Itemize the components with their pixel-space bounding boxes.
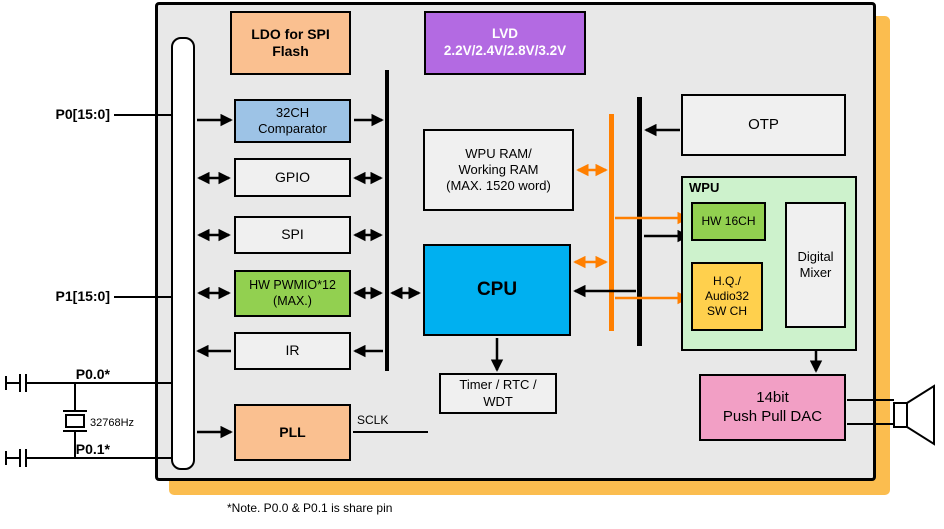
gpio-block: GPIO (234, 158, 351, 197)
pin-label-p0: P0[15:0] (55, 106, 110, 122)
dac-block: 14bit Push Pull DAC (699, 374, 846, 441)
hw16ch-block: HW 16CH (691, 202, 766, 241)
peripheral-bus-arrows (353, 113, 421, 358)
hq-audio-block: H.Q./ Audio32 SW CH (691, 262, 763, 331)
external-pin-wires (5, 114, 171, 467)
crystal-body (65, 414, 85, 428)
wpu-container-label: WPU (689, 180, 720, 195)
cpu-block: CPU (423, 244, 571, 336)
wpu-ram-block: WPU RAM/ Working RAM (MAX. 1520 word) (423, 129, 574, 211)
pin-label-p00: P0.0* (75, 366, 110, 382)
timer-block: Timer / RTC / WDT (439, 373, 557, 414)
sclk-label: SCLK (357, 413, 389, 427)
io-bus-arrows (196, 113, 233, 439)
ldo-block: LDO for SPI Flash (230, 11, 351, 75)
comparator-block: 32CH Comparator (234, 99, 351, 143)
lvd-block: LVD 2.2V/2.4V/2.8V/3.2V (424, 11, 586, 75)
note-text: *Note. P0.0 & P0.1 is share pin (227, 501, 393, 515)
pwmio-block: HW PWMIO*12 (MAX.) (234, 270, 351, 317)
speaker-cone (906, 384, 935, 446)
io-bus-bar (171, 37, 195, 470)
ir-block: IR (234, 332, 351, 370)
crystal-frequency-label: 32768Hz (90, 417, 135, 429)
otp-block: OTP (681, 94, 846, 156)
pin-label-p01: P0.1* (75, 441, 110, 457)
digital-mixer-block: Digital Mixer (785, 202, 846, 328)
spi-block: SPI (234, 216, 351, 254)
pll-block: PLL (234, 404, 351, 461)
pin-label-p1: P1[15:0] (55, 288, 110, 304)
speaker-driver (893, 402, 908, 428)
speaker-icon (847, 384, 935, 446)
